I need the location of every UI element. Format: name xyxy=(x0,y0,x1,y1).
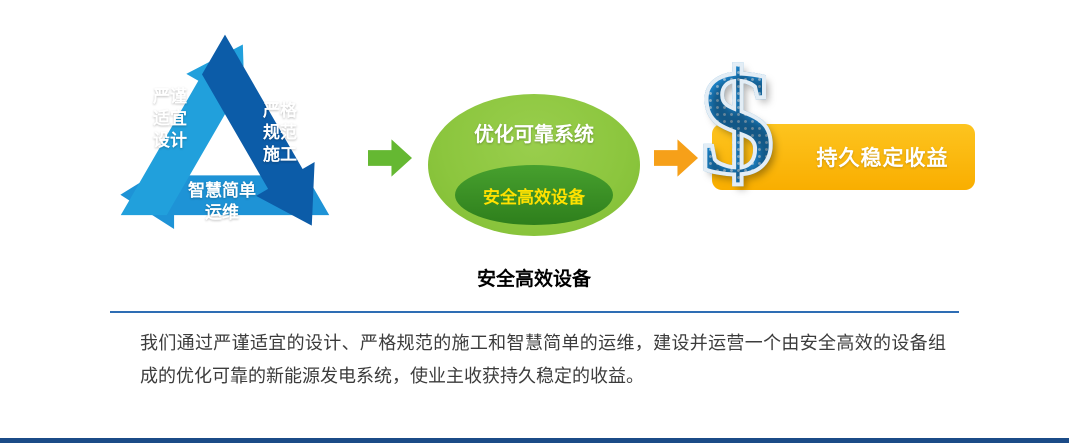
system-ellipse: 优化可靠系统 安全高效设备 xyxy=(428,94,640,236)
equipment-label: 安全高效设备 xyxy=(483,187,585,207)
label-line: 设计 xyxy=(153,131,187,151)
label-line: 严格 xyxy=(263,100,297,120)
flow-arrow-orange-icon xyxy=(654,139,698,177)
description-text: 我们通过严谨适宜的设计、严格规范的施工和智慧简单的运维，建设并运营一个由安全高效… xyxy=(140,333,946,387)
label-line: 适宜 xyxy=(153,108,187,128)
flow-arrow-green-icon xyxy=(368,139,412,177)
label-line: 规范 xyxy=(263,122,297,142)
label-line: 严谨 xyxy=(153,86,187,106)
label-line: 运维 xyxy=(205,203,239,222)
dollar-icon: $ xyxy=(698,40,777,206)
system-title: 优化可靠系统 xyxy=(474,124,594,146)
equipment-inner-ellipse: 安全高效设备 xyxy=(455,165,613,225)
cycle-triangle-diagram: 严谨 适宜 设计 严格 规范 施工 智慧简单 运维 xyxy=(100,16,350,243)
label-line: 施工 xyxy=(263,145,297,165)
divider-line xyxy=(110,311,959,313)
triangle-label-construction: 严格 规范 施工 xyxy=(263,100,297,166)
label-line: 智慧简单 xyxy=(188,180,256,200)
triangle-label-design: 严谨 适宜 设计 xyxy=(153,86,187,152)
benefit-label: 持久稳定收益 xyxy=(816,147,949,170)
ellipse-caption: 安全高效设备 xyxy=(476,269,591,290)
bottom-bar xyxy=(0,438,1069,443)
triangle-label-operation: 智慧简单 运维 xyxy=(188,180,256,224)
